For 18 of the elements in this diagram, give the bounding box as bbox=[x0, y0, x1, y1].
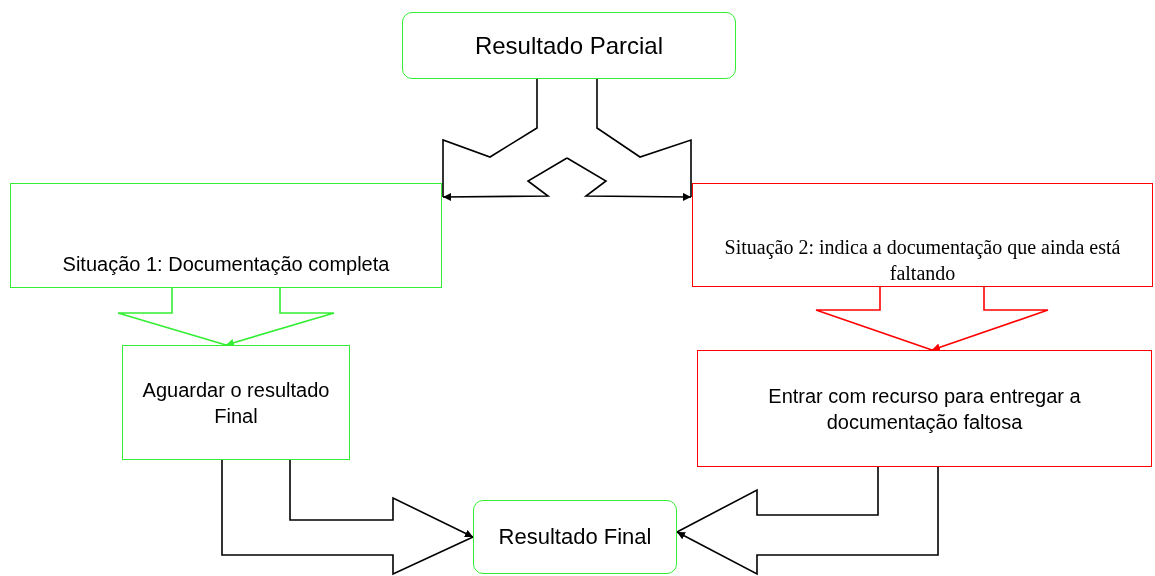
rounded-box bbox=[473, 500, 677, 574]
node-label: Situação 1: Documentação completa bbox=[62, 252, 390, 277]
node-label: Entrar com recurso para entregar a documentação faltosa bbox=[767, 383, 1082, 435]
node-label: Aguardar o resultado Final bbox=[141, 377, 331, 429]
block-arrow bbox=[566, 78, 692, 201]
node-label: Resultado Final bbox=[498, 522, 652, 551]
block-arrow bbox=[221, 459, 474, 576]
process-box bbox=[10, 183, 442, 288]
node-label: Situação 2: indica a documentação que ainda está faltando bbox=[723, 235, 1122, 286]
block-arrow bbox=[815, 286, 1049, 352]
block-arrow bbox=[117, 287, 335, 347]
process-box bbox=[692, 183, 1153, 287]
block-arrow bbox=[676, 466, 939, 576]
process-box bbox=[122, 345, 350, 460]
rounded-box bbox=[402, 12, 736, 79]
block-arrow bbox=[442, 78, 568, 201]
node-label: Resultado Parcial bbox=[474, 30, 664, 61]
process-box bbox=[697, 350, 1152, 467]
